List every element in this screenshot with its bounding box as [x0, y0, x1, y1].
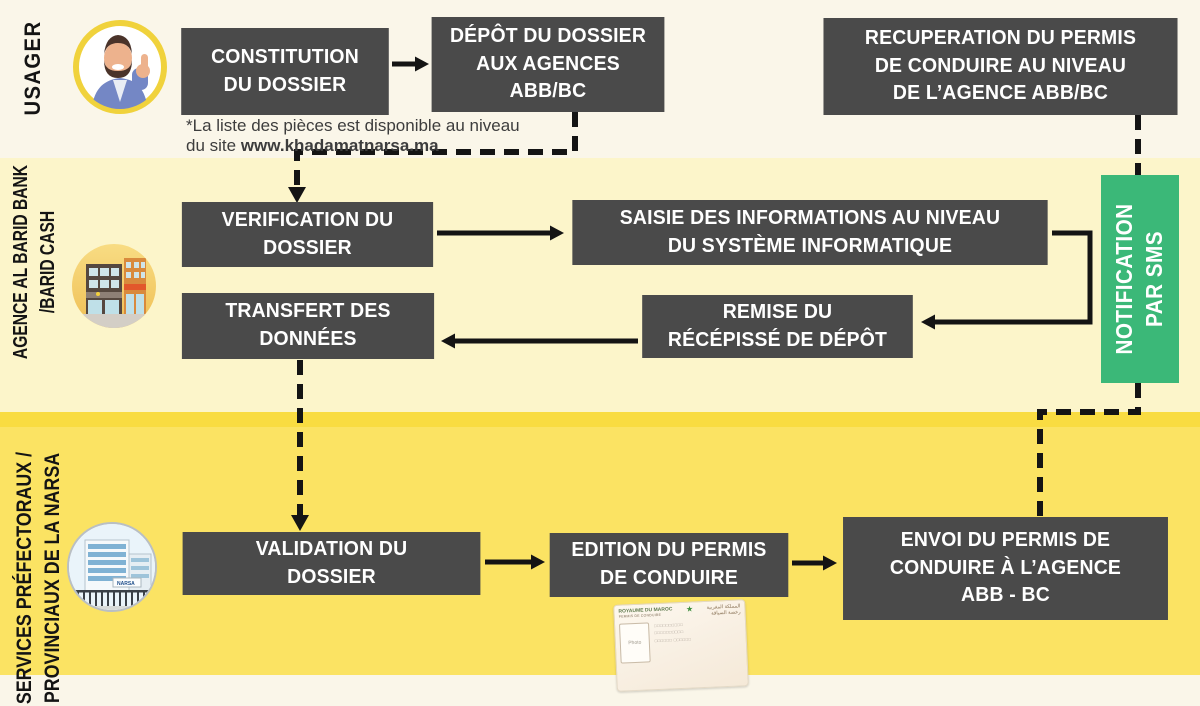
lane-label-agence-al-barid-bank: AGENCE AL BARID BANK /BARID CASH	[10, 164, 59, 360]
step-transfert-donnees: TRANSFERT DES DONNÉES	[181, 293, 435, 359]
morocco-star-emblem-icon: ★	[685, 604, 694, 614]
step-remise-recepisse: REMISE DU RÉCÉPISSÉ DE DÉPÔT	[642, 295, 913, 358]
step-saisie-informations: SAISIE DES INFORMATIONS AU NIVEAU DU SYS…	[572, 200, 1048, 265]
step-notification-sms	[1101, 175, 1179, 383]
license-card-header-right: المملكة المغربية رخصة السياقة	[707, 603, 741, 617]
footnote-line2: du site www.khadamatnarsa.ma	[186, 136, 526, 156]
process-infographic: { "lanes": { "usager": { "label": "USAGE…	[0, 17, 1200, 705]
license-card-body: Photo □□□□□□□□□□ □□□□□□□□□□ □□□□□□ □□□□□…	[615, 616, 747, 666]
footnote-line2-prefix: du site	[186, 136, 241, 156]
narsa-headquarters-building-icon: NARSA	[67, 522, 157, 612]
driving-license-card-image: ROYAUME DU MAROC PERMIS DE CONDUIRE ★ ال…	[613, 599, 749, 692]
step-recuperation-permis: RECUPERATION DU PERMIS DE CONDUIRE AU NI…	[823, 18, 1178, 115]
step-depot-dossier: DÉPÔT DU DOSSIER AUX AGENCES ABB/BC	[431, 17, 665, 112]
lane-label-usager: USAGER	[20, 20, 45, 116]
footnote-website-url: www.khadamatnarsa.ma	[240, 136, 439, 156]
step-edition-permis: EDITION DU PERMIS DE CONDUIRE	[549, 533, 789, 597]
svg-text:NARSA: NARSA	[117, 581, 135, 587]
lane-label-services-narsa: SERVICES PRÉFECTORAUX / PROVINCIAUX DE L…	[13, 451, 64, 705]
step-envoi-permis: ENVOI DU PERMIS DE CONDUIRE À L’AGENCE A…	[843, 517, 1168, 620]
license-card-header-left: ROYAUME DU MAROC PERMIS DE CONDUIRE	[618, 606, 672, 621]
lane-agence-al-barid-bank	[0, 158, 1200, 412]
step-validation-dossier: VALIDATION DU DOSSIER	[182, 532, 481, 595]
license-photo-placeholder: Photo	[618, 621, 651, 664]
user-avatar-icon	[73, 20, 167, 114]
step-constitution-dossier: CONSTITUTION DU DOSSIER	[181, 28, 389, 115]
pieces-list-footnote: *La liste des pièces est disponible au n…	[186, 116, 526, 156]
step-verification-dossier: VERIFICATION DU DOSSIER	[181, 202, 434, 267]
notification-sms-label: NOTIFICATION PAR SMS	[1111, 203, 1167, 355]
license-fields: □□□□□□□□□□ □□□□□□□□□□ □□□□□□ □□□□□□	[649, 618, 743, 662]
bank-agency-buildings-icon	[72, 244, 156, 328]
footnote-line1: *La liste des pièces est disponible au n…	[186, 116, 520, 135]
lane-narsa-top-strip	[0, 412, 1200, 427]
